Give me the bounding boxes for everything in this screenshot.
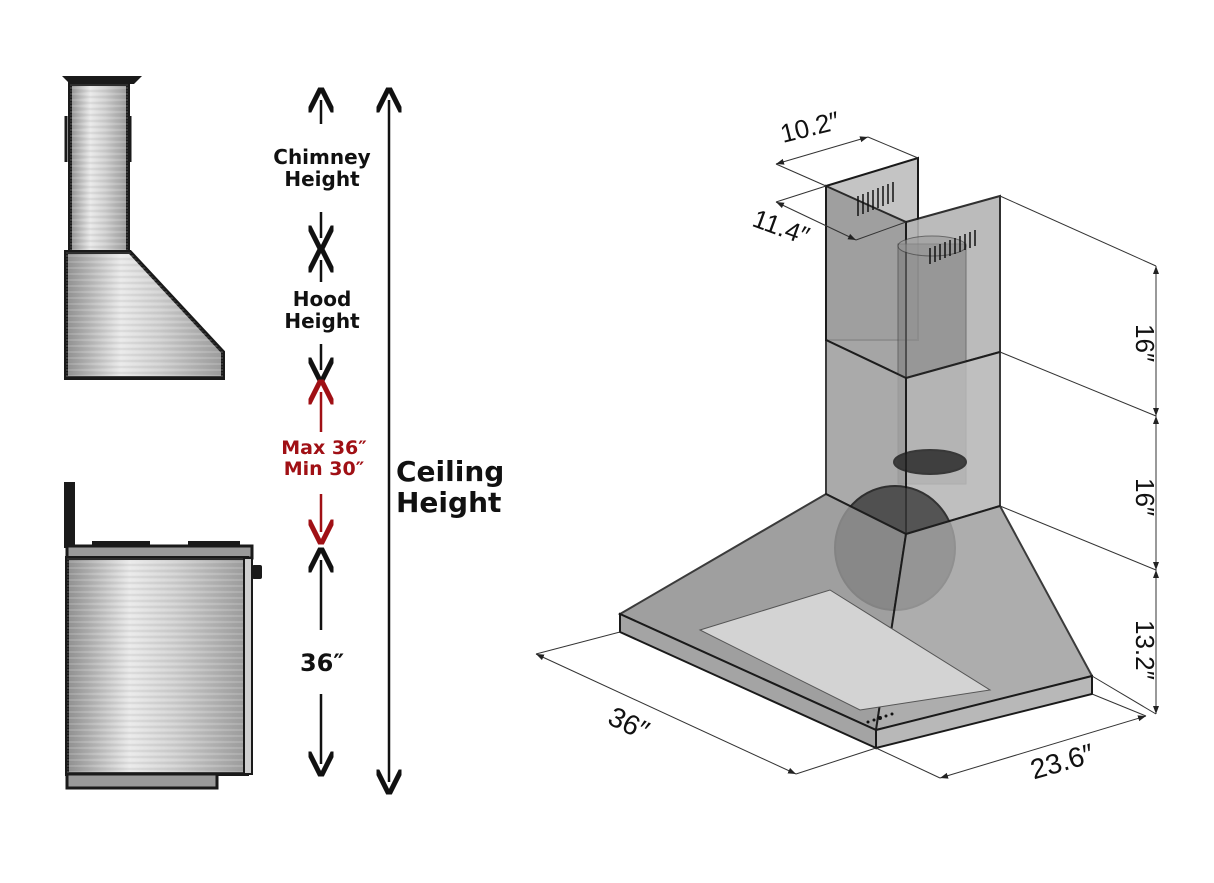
side-dimension-arrows <box>321 100 389 782</box>
ceiling-label-line1: Ceiling <box>396 455 505 488</box>
hood-label-line1: Hood <box>292 287 352 311</box>
chimney-label-line2: Height <box>284 167 360 192</box>
clearance-min: Min 30″ <box>283 458 365 481</box>
dim-upper-chimney: 16″ <box>1130 324 1160 363</box>
dim-lower-chimney: 16″ <box>1130 478 1160 517</box>
counter-height-label: 36″ <box>299 649 345 677</box>
hood-height-label: Hood Height <box>262 288 382 333</box>
chimney-label-line1: Chimney <box>273 145 371 169</box>
chimney-height-label: Chimney Height <box>262 146 382 191</box>
ceiling-height-label: Ceiling Height <box>396 456 514 519</box>
side-hood-illustration <box>62 76 225 380</box>
iso-hood-illustration <box>617 156 1094 750</box>
side-range-illustration <box>64 482 262 790</box>
iso-dimension-lines <box>535 136 1159 779</box>
clearance-label: Max 36″ Min 30″ <box>262 437 386 481</box>
ceiling-label-line2: Height <box>396 486 502 520</box>
hood-label-line2: Height <box>284 309 360 334</box>
clearance-max: Max 36″ <box>281 437 367 459</box>
dim-hood-height: 13.2″ <box>1130 620 1160 680</box>
